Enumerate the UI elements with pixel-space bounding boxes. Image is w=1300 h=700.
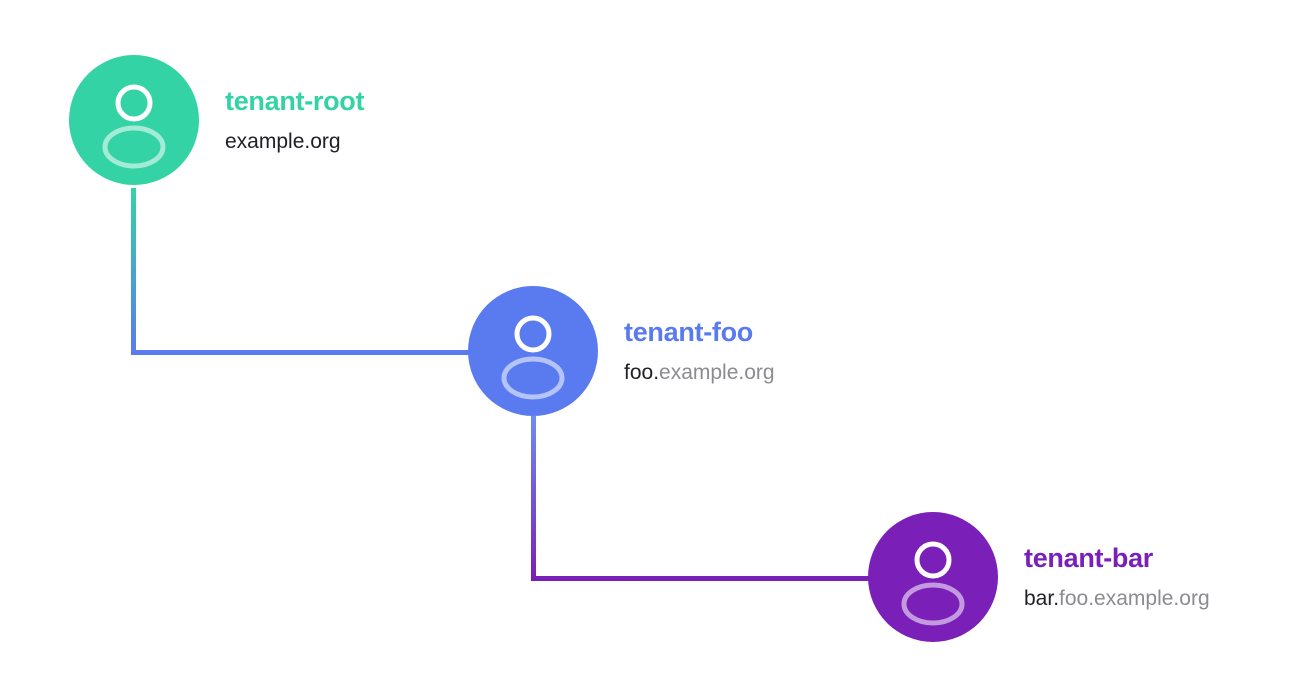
avatar: [868, 512, 998, 642]
node-tenant-bar[interactable]: tenant-bar bar.foo.example.org: [868, 512, 1210, 642]
avatar: [468, 286, 598, 416]
node-title: tenant-foo: [624, 316, 753, 347]
node-domain: foo.example.org: [624, 362, 775, 384]
node-title: tenant-root: [225, 85, 365, 116]
node-tenant-root[interactable]: tenant-root example.org: [69, 55, 364, 185]
node-text: tenant-bar bar.foo.example.org: [1024, 542, 1210, 610]
node-domain: example.org: [225, 131, 364, 153]
node-domain-own: example.org: [225, 130, 341, 154]
avatar: [69, 55, 199, 185]
node-domain-own: bar.: [1024, 587, 1060, 611]
node-title: tenant-bar: [1024, 542, 1154, 573]
edge-root-to-foo: [131, 188, 470, 355]
node-domain: bar.foo.example.org: [1024, 588, 1210, 610]
person-avatar-icon: [501, 315, 565, 400]
edge-foo-to-bar: [531, 416, 872, 581]
node-text: tenant-root example.org: [225, 85, 365, 153]
node-text: tenant-foo foo.example.org: [624, 316, 775, 384]
node-tenant-foo[interactable]: tenant-foo foo.example.org: [468, 286, 775, 416]
node-domain-own: foo.: [624, 361, 660, 385]
node-domain-parent: example.org: [659, 361, 775, 385]
node-domain-parent: foo.example.org: [1059, 587, 1210, 611]
person-avatar-icon: [901, 541, 965, 626]
person-avatar-icon: [102, 84, 166, 169]
